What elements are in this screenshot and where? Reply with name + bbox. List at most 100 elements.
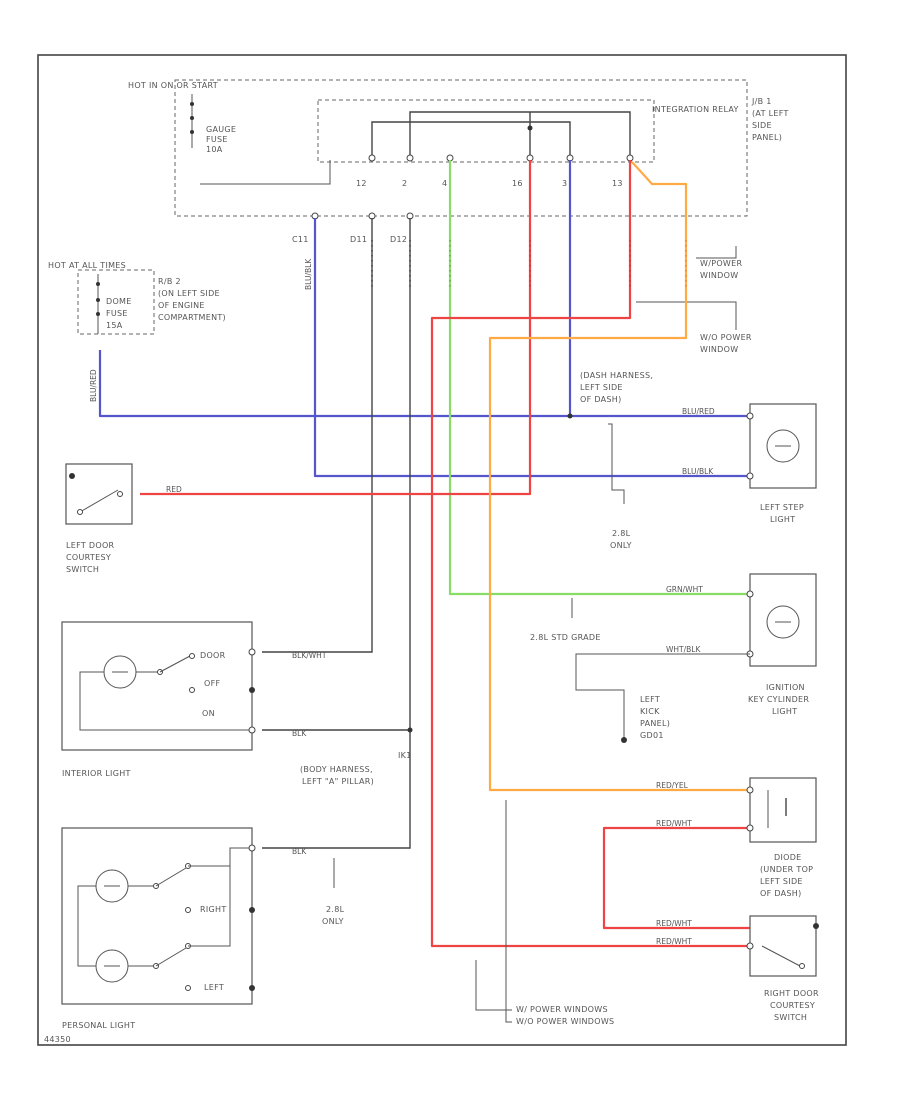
personal-light: RIGHT LEFT PERSONAL LIGHT — [61, 827, 256, 1030]
dome-fuse-3: 15A — [106, 321, 123, 330]
left-door-courtesy-1: LEFT DOOR — [66, 541, 115, 550]
wire-red-wht-a: RED/WHT — [656, 819, 692, 828]
dash-harness-2: LEFT SIDE — [580, 383, 623, 392]
w-power-window-2: WINDOW — [700, 271, 738, 280]
pin-c11: C11 — [292, 235, 309, 244]
wire-blu-red-b: BLU/RED — [89, 369, 98, 402]
gauge-fuse-label-3: 10A — [206, 145, 223, 154]
body-harness-1: IK1 — [398, 751, 412, 760]
jb2-label-4: COMPARTMENT) — [158, 313, 226, 322]
switch-right: RIGHT — [200, 905, 227, 914]
wire-red-wht-c: RED/WHT — [656, 937, 692, 946]
wire-blu-blk-a: BLU/BLK — [682, 467, 714, 476]
integration-relay-label: INTEGRATION RELAY — [652, 105, 739, 114]
wo-power-window-2: WINDOW — [700, 345, 738, 354]
hot-in-run-label: HOT IN ON OR START — [128, 81, 218, 90]
left-kick-2: KICK — [640, 707, 660, 716]
hot-at-all-times-label: HOT AT ALL TIMES — [48, 261, 126, 270]
jb1-label-4: PANEL) — [752, 133, 782, 142]
diode-3: LEFT SIDE — [760, 877, 803, 886]
pin-12: 12 — [356, 179, 367, 188]
blue-wires — [98, 160, 750, 478]
pin-13: 13 — [612, 179, 623, 188]
right-door-courtesy-3: SWITCH — [774, 1013, 807, 1022]
dash-harness-3: OF DASH) — [580, 395, 622, 404]
left-door-courtesy-3: SWITCH — [66, 565, 99, 574]
left-step-light-1: LEFT STEP — [760, 503, 804, 512]
jb1-label-3: SIDE — [752, 121, 772, 130]
wire-blk-b: BLK — [292, 847, 307, 856]
wire-red-wht-b: RED/WHT — [656, 919, 692, 928]
only-28l-a-2: ONLY — [610, 541, 632, 550]
pin-3: 3 — [562, 179, 567, 188]
diode-1: DIODE — [774, 853, 802, 862]
pin-16: 16 — [512, 179, 523, 188]
wire-red-yel: RED/YEL — [656, 781, 689, 790]
jb2-label-1: R/B 2 — [158, 277, 181, 286]
wo-power-window-1: W/O POWER — [700, 333, 752, 342]
body-harness-2: (BODY HARNESS, — [300, 765, 373, 774]
body-harness-3: LEFT "A" PILLAR) — [302, 777, 374, 786]
switch-off: OFF — [204, 679, 220, 688]
pin-2: 2 — [402, 179, 407, 188]
red-wires — [140, 160, 750, 948]
jb1-dashed-box — [174, 79, 748, 217]
wire-red: RED — [166, 485, 182, 494]
jb2-label-3: OF ENGINE — [158, 301, 205, 310]
jb2-label-2: (ON LEFT SIDE — [158, 289, 220, 298]
ignition-key-1: IGNITION — [766, 683, 805, 692]
left-kick-1: LEFT — [640, 695, 660, 704]
switch-left: LEFT — [204, 983, 224, 992]
jb1-label-2: (AT LEFT — [752, 109, 789, 118]
right-door-courtesy-2: COURTESY — [770, 1001, 815, 1010]
diode-2: (UNDER TOP — [760, 865, 813, 874]
left-step-light-2: LIGHT — [770, 515, 795, 524]
gauge-fuse-label-2: FUSE — [206, 135, 228, 144]
relay-pins: 12 2 4 16 3 13 — [356, 154, 634, 188]
pin-4: 4 — [442, 179, 447, 188]
power-windows-1: W/ POWER WINDOWS — [516, 1005, 608, 1014]
grade-28l: 2.8L STD GRADE — [530, 633, 601, 642]
left-door-courtesy-2: COURTESY — [66, 553, 111, 562]
power-windows-2: W/O POWER WINDOWS — [516, 1017, 614, 1026]
wire-blk: BLK — [292, 729, 307, 738]
only-28l-b-2: ONLY — [322, 917, 344, 926]
interior-light-label: INTERIOR LIGHT — [62, 769, 131, 778]
switch-door: DOOR — [200, 651, 226, 660]
left-step-light: LEFT STEP LIGHT — [746, 403, 817, 524]
pin-d11: D11 — [350, 235, 367, 244]
left-door-courtesy-switch: LEFT DOOR COURTESY SWITCH — [65, 463, 133, 574]
wire-wht-blk: WHT/BLK — [666, 645, 701, 654]
black-wires — [262, 218, 413, 849]
diode: DIODE (UNDER TOP LEFT SIDE OF DASH) — [746, 777, 817, 898]
personal-light-label: PERSONAL LIGHT — [62, 1021, 135, 1030]
switch-on: ON — [202, 709, 215, 718]
w-power-window-1: W/POWER — [700, 259, 742, 268]
dome-fuse-2: FUSE — [106, 309, 128, 318]
right-door-courtesy-1: RIGHT DOOR — [764, 989, 819, 998]
diagram-frame — [37, 54, 847, 1046]
wire-grn-wht: GRN/WHT — [666, 585, 703, 594]
wire-blk-wht: BLK/WHT — [292, 651, 327, 660]
ignition-key-2: KEY CYLINDER — [748, 695, 809, 704]
dome-fuse-1: DOME — [106, 297, 132, 306]
orange-wire — [488, 161, 750, 792]
only-28l-b-1: 2.8L — [326, 905, 345, 914]
right-door-courtesy-switch: RIGHT DOOR COURTESY SWITCH — [746, 915, 819, 1022]
pin-d12: D12 — [390, 235, 407, 244]
left-kick-3: PANEL) — [640, 719, 670, 728]
ignition-key-light: IGNITION KEY CYLINDER LIGHT — [746, 573, 817, 716]
only-28l-a-1: 2.8L — [612, 529, 631, 538]
ignition-key-3: LIGHT — [772, 707, 797, 716]
green-wire — [448, 160, 750, 596]
wire-blu-red-a: BLU/RED — [682, 407, 715, 416]
footer-code: 44350 — [44, 1035, 71, 1044]
interior-light: DOOR OFF ON INTERIOR LIGHT — [61, 621, 256, 778]
jb1-label-1: J/B 1 — [751, 97, 772, 106]
diode-4: OF DASH) — [760, 889, 802, 898]
top-relay-area: HOT IN ON OR START GAUGE FUSE 10A INTEGR… — [128, 79, 789, 354]
gauge-fuse-label-1: GAUGE — [206, 125, 236, 134]
left-kick-4: GD01 — [640, 731, 664, 740]
dash-harness-1: (DASH HARNESS, — [580, 371, 653, 380]
